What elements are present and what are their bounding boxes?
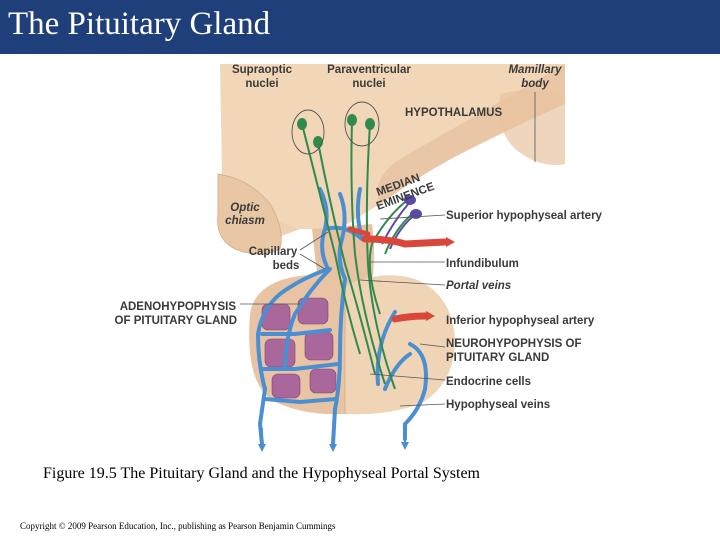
label-capillary-line1: Capillary — [249, 246, 298, 258]
label-neurohypophysis-line1: NEUROHYPOPHYSIS OF — [446, 338, 581, 350]
label-mamillary-line1: Mamillary — [508, 64, 562, 76]
title-bar — [0, 0, 720, 54]
label-neurohypophysis-line2: PITUITARY GLAND — [446, 352, 549, 364]
hypothalamic-neurons — [291, 101, 422, 390]
label-hypophyseal-veins: Hypophyseal veins — [446, 399, 550, 411]
label-superior-hypophyseal-artery: Superior hypophyseal artery — [446, 210, 603, 222]
label-inferior-hypophyseal-artery: Inferior hypophyseal artery — [446, 315, 595, 327]
label-optic-line1: Optic — [230, 202, 260, 214]
venous-outflow-arrows — [258, 426, 409, 452]
hypophyseal-arteries — [347, 226, 455, 323]
label-capillary-line2: beds — [273, 260, 300, 272]
figure-caption: Figure 19.5 The Pituitary Gland and the … — [43, 465, 480, 482]
label-paraventricular-line1: Paraventricular — [327, 64, 411, 76]
label-supraoptic-line1: Supraoptic — [232, 64, 293, 76]
mamillary-body — [499, 90, 565, 165]
label-portal-veins: Portal veins — [446, 280, 511, 292]
label-endocrine-cells: Endocrine cells — [446, 376, 531, 388]
label-mamillary-line2: body — [521, 78, 549, 90]
copyright-notice: Copyright © 2009 Pearson Education, Inc.… — [20, 521, 336, 531]
leader-lines — [240, 92, 536, 407]
pituitary-diagram: Supraoptic nuclei Paraventricular nuclei… — [115, 64, 603, 452]
label-adenohypophysis-line2: OF PITUITARY GLAND — [115, 315, 237, 327]
label-adenohypophysis-line1: ADENOHYPOPHYSIS — [120, 301, 237, 313]
label-paraventricular-line2: nuclei — [352, 78, 385, 90]
label-supraoptic-line2: nuclei — [245, 78, 278, 90]
label-infundibulum: Infundibulum — [446, 258, 519, 270]
optic-chiasm — [217, 173, 282, 255]
label-hypothalamus: HYPOTHALAMUS — [405, 107, 502, 119]
label-optic-line2: chiasm — [225, 215, 265, 227]
slide-title: The Pituitary Gland — [8, 6, 271, 42]
